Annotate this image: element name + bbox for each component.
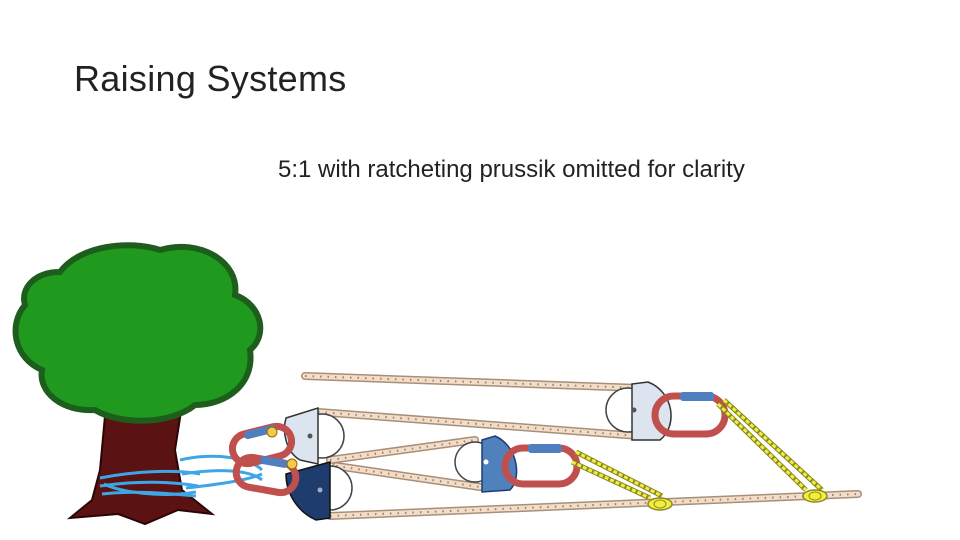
rope-middle-lower — [332, 462, 484, 491]
traveling-pulley-middle — [454, 435, 518, 493]
tree-sling — [99, 454, 264, 498]
rope-load-line — [326, 490, 862, 520]
rope-upper-return — [314, 408, 644, 440]
tree-canopy — [12, 242, 264, 424]
rope-middle-upper — [326, 436, 479, 464]
rope-top — [301, 372, 644, 392]
slide-subtitle: 5:1 with ratcheting prussik omitted for … — [278, 156, 745, 183]
anchor-carabiner-lower — [232, 453, 300, 497]
tree-anchor — [12, 242, 264, 526]
prussik-right — [716, 398, 828, 503]
ropes — [301, 372, 862, 520]
carabiner-right — [651, 392, 729, 438]
slide-title: Raising Systems — [74, 58, 347, 99]
prussik-middle — [570, 449, 673, 511]
